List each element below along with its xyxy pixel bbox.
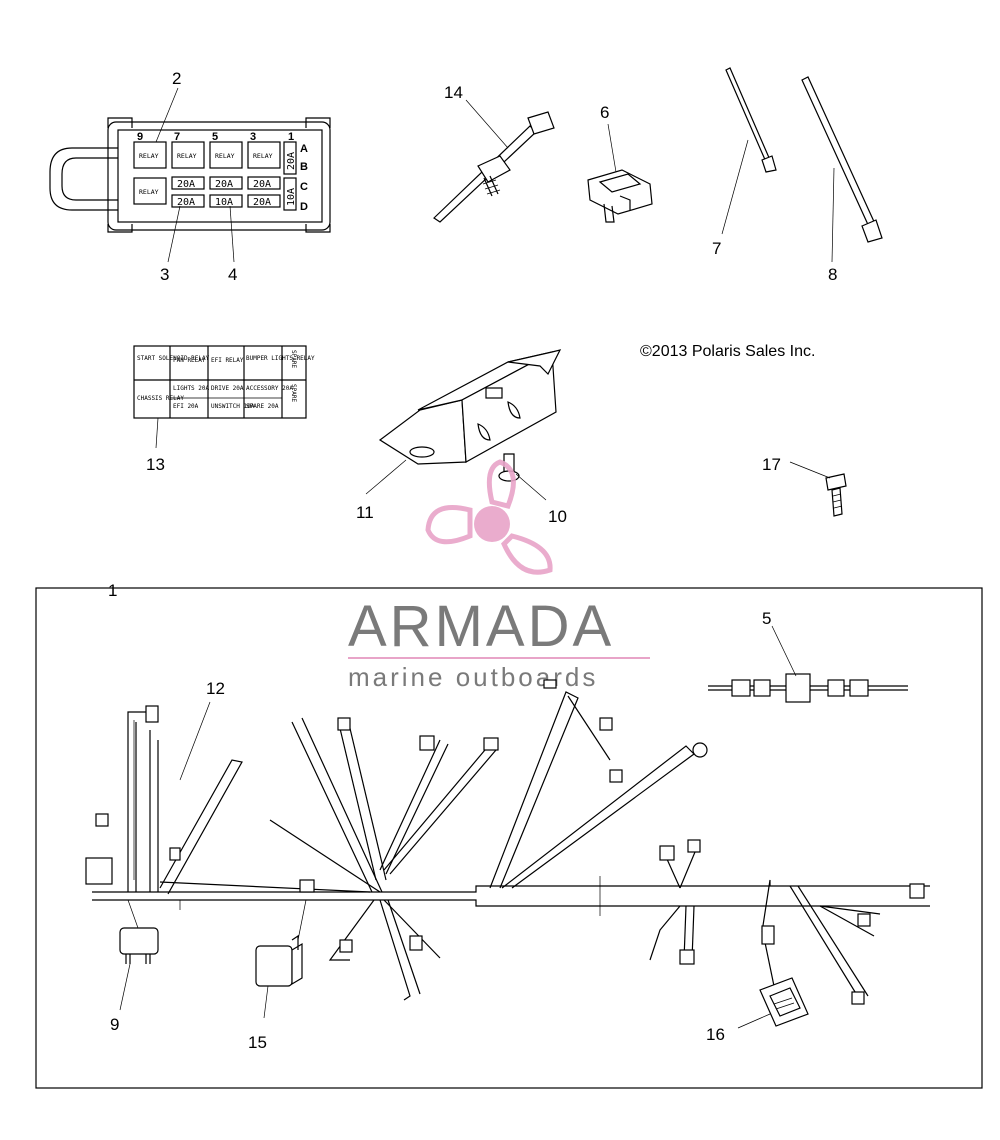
decal-cell: EFI RELAY <box>211 357 244 364</box>
multi-pin-connector <box>255 899 307 987</box>
row-label: D <box>300 201 308 213</box>
armada-logo <box>425 459 553 575</box>
relay-label: RELAY <box>139 152 159 160</box>
callout-10: 10 <box>548 507 567 526</box>
decal-cell: DRIVE 20A <box>211 385 244 392</box>
slot-label: 3 <box>250 131 256 143</box>
decal-cell: SPARE <box>290 350 297 368</box>
relay <box>119 899 159 964</box>
decal-cell: SPARE <box>290 384 297 402</box>
fuse-value: 10A <box>215 197 233 208</box>
callout-15: 15 <box>248 1033 267 1052</box>
callout-13: 13 <box>146 455 165 474</box>
decal-cell: BUMPER LIGHTS RELAY <box>246 355 315 362</box>
connector-clip <box>587 169 653 223</box>
watermark-brand: ARMADA <box>348 594 614 659</box>
decal-cell: CHASSIS RELAY <box>137 395 184 402</box>
decal-cell: ACCESSORY 20A <box>246 385 293 392</box>
fuse-value: 20A <box>286 152 297 170</box>
callout-5: 5 <box>762 609 771 628</box>
callout-1: 1 <box>108 581 117 600</box>
fuse-value: 20A <box>253 179 271 190</box>
fuse-value: 20A <box>177 179 195 190</box>
decal-cell: LIGHTS 20A <box>173 385 210 392</box>
row-label: A <box>300 143 308 155</box>
callout-2: 2 <box>172 69 181 88</box>
decal-cell: FAN RELAY <box>173 357 206 364</box>
callout-4: 4 <box>228 265 237 284</box>
callout-8: 8 <box>828 265 837 284</box>
row-label: B <box>300 161 308 173</box>
callout-7: 7 <box>712 239 721 258</box>
decal-cell: SPARE 20A <box>246 403 279 410</box>
slot-label: 1 <box>288 131 294 143</box>
fuse-value: 20A <box>253 197 271 208</box>
callout-9: 9 <box>110 1015 119 1034</box>
flange-bolt <box>825 473 847 517</box>
wiring-harness <box>85 679 930 1005</box>
fuse-value: 20A <box>215 179 233 190</box>
fuse-box: 9 7 5 3 1 RELAY RELAY RELAY RELAY RELAY … <box>49 117 331 233</box>
callout-12: 12 <box>206 679 225 698</box>
cable-tie-long <box>801 76 883 243</box>
decal-cell: START SOLENOID RELAY <box>137 355 210 362</box>
callout-16: 16 <box>706 1025 725 1044</box>
relay-label: RELAY <box>139 188 159 196</box>
diagnostic-connector <box>759 977 809 1027</box>
mounting-bracket <box>378 349 562 465</box>
slot-label: 7 <box>174 131 180 143</box>
fuse-value: 20A <box>177 197 195 208</box>
relay-label: RELAY <box>215 152 235 160</box>
cable-tie-clip <box>433 111 555 223</box>
callout-6: 6 <box>600 103 609 122</box>
callout-14: 14 <box>444 83 463 102</box>
row-label: C <box>300 181 308 193</box>
inline-fuse-holder <box>708 673 908 703</box>
callout-11: 11 <box>356 503 374 522</box>
callout-3: 3 <box>160 265 169 284</box>
slot-label: 5 <box>212 131 218 143</box>
fuse-value: 10A <box>286 188 297 206</box>
harness-frame <box>35 587 983 1089</box>
decal-cell: UNSWITCH 10A <box>211 403 255 410</box>
fuse-decal: START SOLENOID RELAY FAN RELAY EFI RELAY… <box>133 345 315 419</box>
callout-17: 17 <box>762 455 781 474</box>
cable-tie-short <box>725 67 777 173</box>
slot-label: 9 <box>137 131 143 143</box>
relay-label: RELAY <box>177 152 197 160</box>
watermark-tagline: marine outboards <box>348 662 598 692</box>
decal-cell: EFI 20A <box>173 403 199 410</box>
relay-label: RELAY <box>253 152 273 160</box>
copyright-notice: ©2013 Polaris Sales Inc. <box>640 343 815 360</box>
